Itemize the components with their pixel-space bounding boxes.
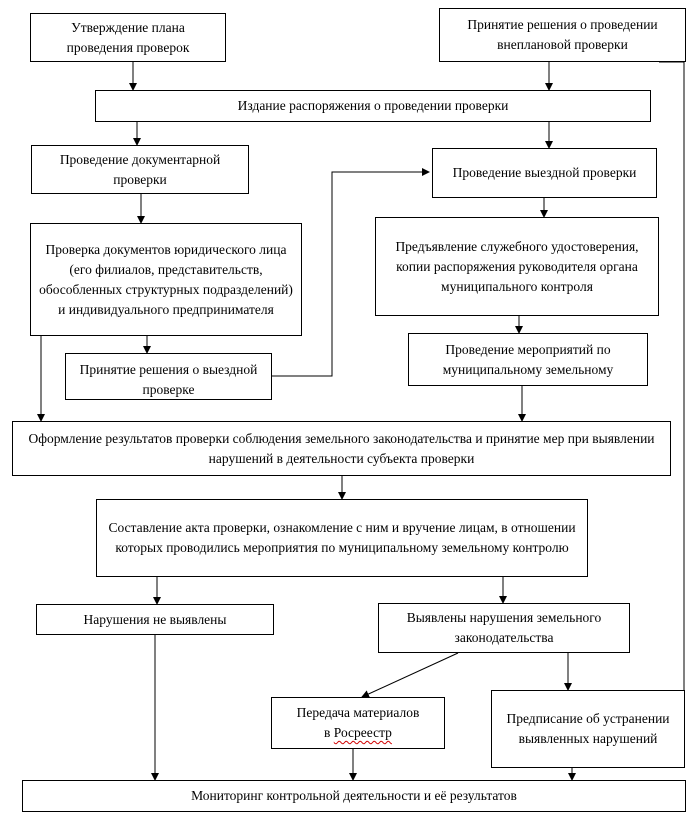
results-registration-box: Оформление результатов проверки соблюден…: [12, 421, 671, 476]
act-drafting-text: Составление акта проверки, ознакомление …: [108, 520, 576, 555]
order-issue-text: Издание распоряжения о проведении провер…: [237, 98, 509, 113]
no-violations-box: Нарушения не выявлены: [36, 604, 274, 635]
unscheduled-decision-text: Принятие решения о проведении внепланово…: [467, 17, 658, 52]
documentary-check-box: Проведение документарной проверки: [31, 145, 249, 194]
documents-review-box: Проверка документов юридического лица (е…: [30, 223, 302, 336]
unscheduled-decision-box: Принятие решения о проведении внепланово…: [439, 8, 686, 62]
order-issue-box: Издание распоряжения о проведении провер…: [95, 90, 651, 122]
transfer-materials-prep: в: [324, 725, 331, 740]
documentary-check-text: Проведение документарной проверки: [59, 151, 221, 187]
violations-found-box: Выявлены нарушения земельного законодате…: [378, 603, 630, 653]
transfer-materials-target: Росреестр: [333, 725, 392, 740]
onsite-decision-box: Принятие решения о выездной проверке: [65, 353, 272, 400]
transfer-materials-text: Передача материалов в Росреестр: [297, 703, 420, 743]
documents-review-text: Проверка документов юридического лица (е…: [39, 241, 293, 317]
transfer-materials-line-1: Передача материалов: [296, 705, 420, 720]
control-measures-box: Проведение мероприятий по муниципальному…: [408, 333, 648, 386]
control-measures-text: Проведение мероприятий по муниципальному…: [442, 342, 614, 377]
results-registration-text: Оформление результатов проверки соблюден…: [28, 430, 655, 466]
present-credentials-text: Предъявление служебного удостоверения, к…: [395, 238, 639, 294]
plan-approval-text: Утверждение плана проведения проверок: [66, 19, 190, 55]
arrow-violations-to-transfer: [361, 652, 459, 698]
arrow-decision-to-onsite: [272, 168, 430, 377]
line-prescription-to-unscheduled: [659, 61, 685, 691]
onsite-check-text: Проведение выездной проверки: [452, 165, 637, 180]
no-violations-text: Нарушения не выявлены: [83, 611, 227, 627]
present-credentials-box: Предъявление служебного удостоверения, к…: [375, 217, 659, 316]
onsite-check-box: Проведение выездной проверки: [432, 148, 657, 198]
monitoring-box: Мониторинг контрольной деятельности и её…: [22, 780, 686, 812]
transfer-materials-box: Передача материалов в Росреестр: [271, 697, 445, 749]
violations-found-text: Выявлены нарушения земельного законодате…: [406, 610, 602, 645]
act-drafting-box: Составление акта проверки, ознакомление …: [96, 499, 588, 577]
monitoring-text: Мониторинг контрольной деятельности и её…: [191, 788, 517, 803]
transfer-materials-line-2: в Росреестр: [297, 723, 420, 743]
prescription-box: Предписание об устранении выявленных нар…: [491, 690, 685, 768]
onsite-decision-text: Принятие решения о выездной проверке: [79, 362, 258, 397]
plan-approval-box: Утверждение плана проведения проверок: [30, 13, 226, 62]
prescription-text: Предписание об устранении выявленных нар…: [506, 711, 670, 746]
